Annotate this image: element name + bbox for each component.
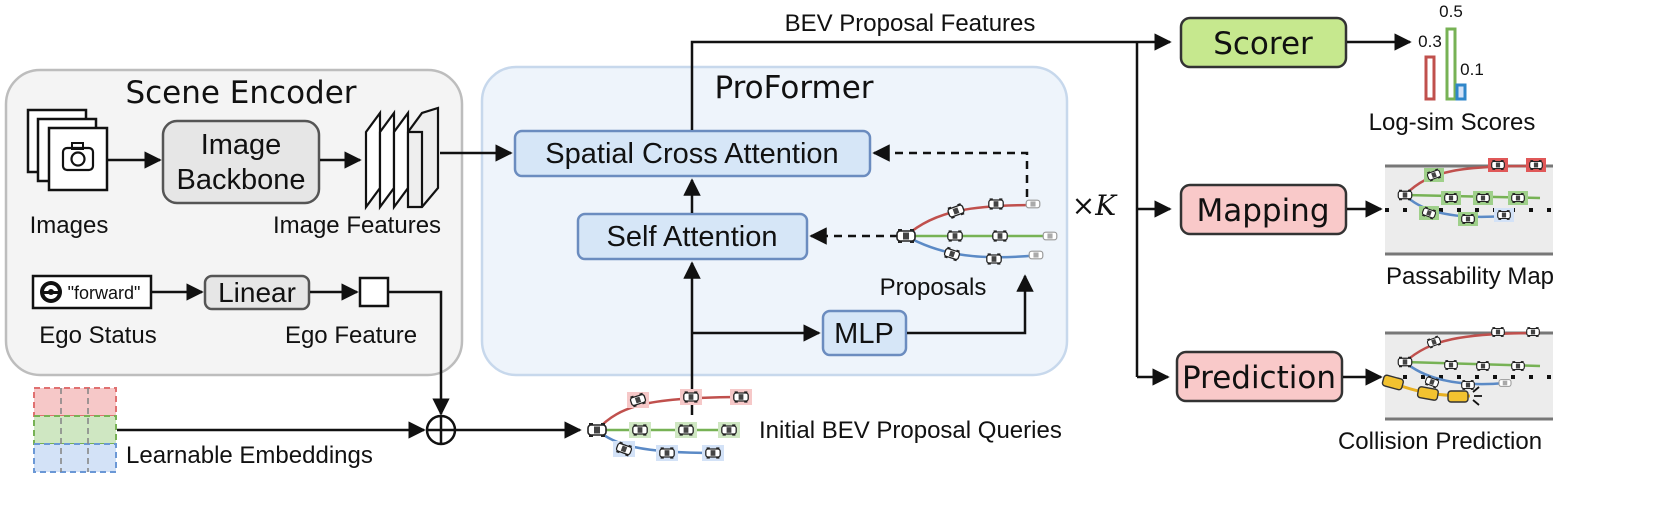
passability-map-label: Passability Map bbox=[1386, 263, 1554, 290]
score-bar-green bbox=[1445, 27, 1457, 101]
score-bars bbox=[1424, 27, 1467, 101]
camera-images-icon bbox=[26, 108, 109, 192]
score-bar-blue bbox=[1455, 83, 1467, 101]
collision-prediction-label: Collision Prediction bbox=[1338, 428, 1542, 455]
image-features-icon bbox=[364, 106, 440, 211]
spatial-cross-attention-label: Spatial Cross Attention bbox=[545, 138, 838, 170]
initial-proposal-queries bbox=[587, 389, 752, 461]
score-blue-label: 0.1 bbox=[1460, 60, 1484, 79]
proposals-label: Proposals bbox=[880, 274, 987, 301]
scorer-block bbox=[1179, 16, 1348, 69]
mlp-label: MLP bbox=[834, 318, 894, 350]
images-label: Images bbox=[30, 212, 109, 239]
repeat-k-label: ×K bbox=[1072, 189, 1118, 222]
prediction-block bbox=[1175, 350, 1344, 403]
image-backbone-label-2: Backbone bbox=[177, 164, 306, 196]
linear-label: Linear bbox=[218, 277, 296, 308]
scene-encoder-title: Scene Encoder bbox=[125, 75, 356, 111]
collision-prediction-map bbox=[1381, 326, 1553, 421]
initial-queries-label: Initial BEV Proposal Queries bbox=[759, 417, 1062, 444]
steering-wheel-icon bbox=[40, 281, 62, 303]
mapping-label: Mapping bbox=[1196, 193, 1329, 229]
scorer-label: Scorer bbox=[1213, 26, 1313, 62]
learnable-embeddings-label: Learnable Embeddings bbox=[126, 442, 373, 469]
log-sim-scores-label: Log-sim Scores bbox=[1369, 109, 1536, 136]
ego-feature-box bbox=[358, 276, 390, 308]
proformer-title: ProFormer bbox=[714, 70, 873, 106]
bev-proposal-features-label: BEV Proposal Features bbox=[785, 10, 1036, 37]
spatial-cross-attention-block bbox=[513, 129, 872, 178]
mapping-block bbox=[1179, 183, 1348, 236]
learnable-embeddings-grid bbox=[33, 387, 117, 473]
score-green-label: 0.5 bbox=[1439, 2, 1463, 21]
image-backbone-block bbox=[161, 119, 321, 205]
passability-map bbox=[1385, 158, 1553, 256]
add-operator-icon bbox=[425, 414, 457, 446]
image-backbone-label-1: Image bbox=[201, 129, 282, 161]
self-attention-block bbox=[576, 212, 809, 261]
self-attention-label: Self Attention bbox=[607, 221, 778, 253]
score-bar-red bbox=[1424, 55, 1436, 101]
ego-command-text: "forward" bbox=[68, 283, 141, 303]
image-features-label: Image Features bbox=[273, 212, 441, 239]
linear-block bbox=[203, 274, 311, 311]
score-red-label: 0.3 bbox=[1418, 32, 1442, 51]
prediction-label: Prediction bbox=[1182, 360, 1336, 396]
proposals-trajectories bbox=[896, 197, 1058, 266]
ego-status-label: Ego Status bbox=[39, 322, 156, 349]
ego-feature-label: Ego Feature bbox=[285, 322, 417, 349]
mlp-block bbox=[821, 309, 908, 357]
